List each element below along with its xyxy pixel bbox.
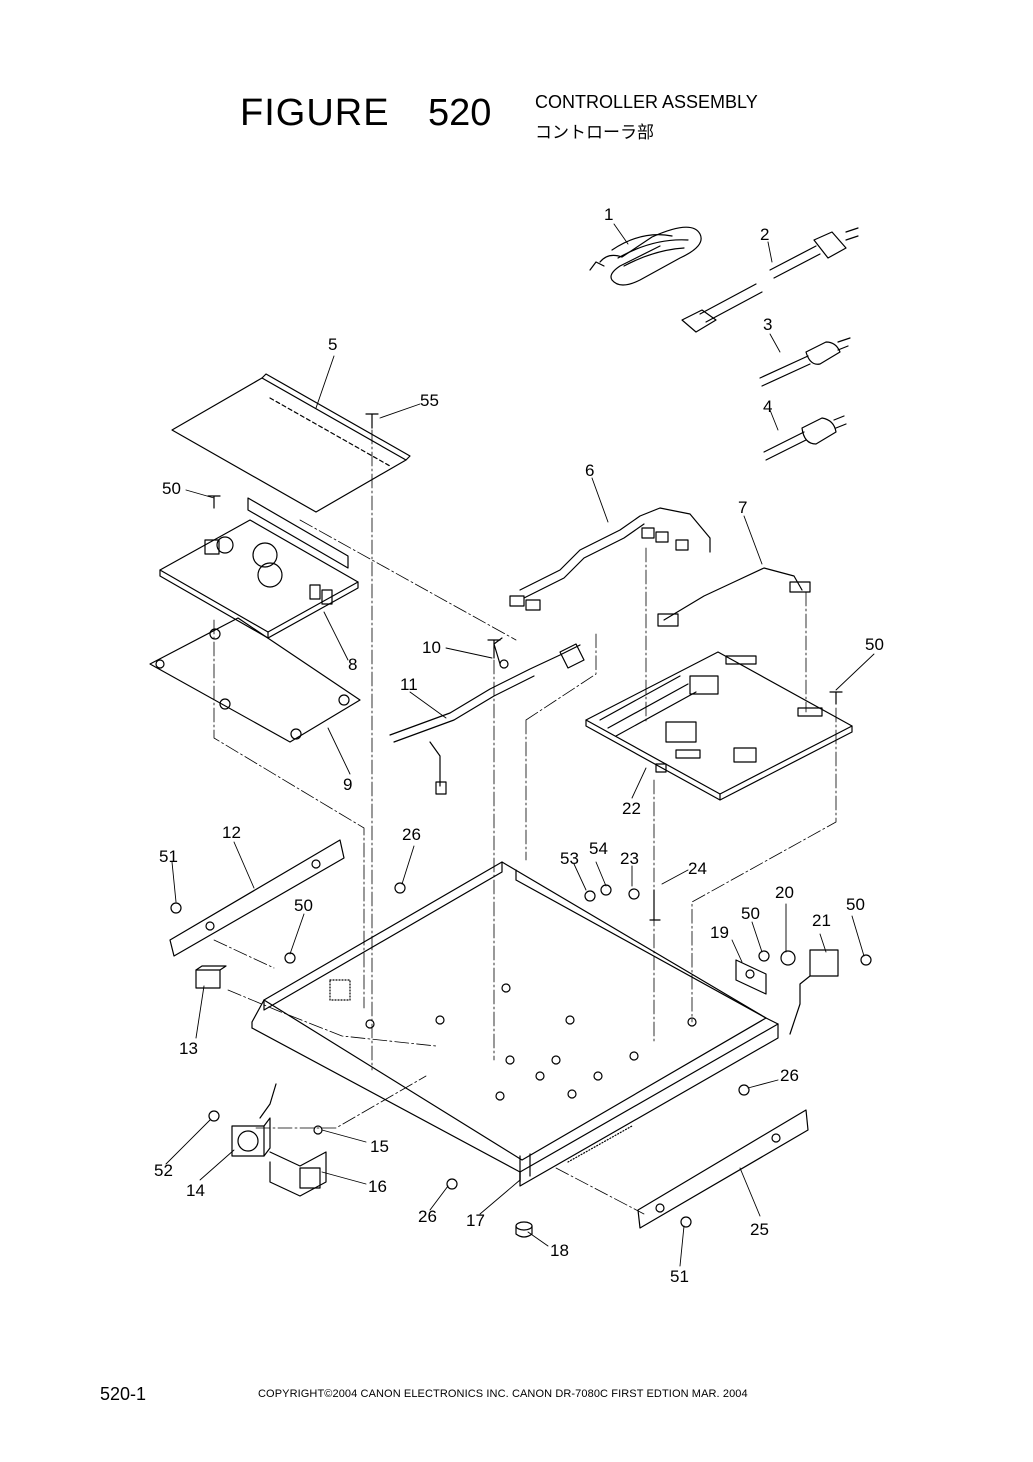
callout-label: 12 bbox=[222, 823, 241, 842]
part-2-power-cord bbox=[681, 227, 859, 333]
callout-label: 50 bbox=[294, 896, 313, 915]
figure-number: 520 bbox=[428, 92, 492, 134]
callout-label: 17 bbox=[466, 1211, 485, 1230]
callout-label: 51 bbox=[159, 847, 178, 866]
part-25-bracket bbox=[637, 1109, 809, 1229]
callout-label: 11 bbox=[400, 675, 418, 694]
part-5-cover-plate bbox=[171, 373, 411, 513]
part-8-power-supply-board bbox=[159, 497, 359, 639]
callout-label: 20 bbox=[775, 883, 794, 902]
assembly-guide-lines bbox=[213, 429, 837, 1215]
part-19-plate bbox=[735, 959, 767, 995]
copyright-line: COPYRIGHT©2004 CANON ELECTRONICS INC. CA… bbox=[258, 1388, 748, 1400]
callout-label: 55 bbox=[420, 391, 439, 410]
callout-label: 50 bbox=[741, 904, 760, 923]
part-7-harness bbox=[657, 567, 811, 627]
callout-numbers: 1 2 3 4 5 55 50 6 7 8 10 11 50 9 22 12 5… bbox=[154, 205, 884, 1286]
part-18-foot bbox=[515, 1221, 533, 1238]
part-4-plug-cord bbox=[763, 415, 847, 461]
callout-label: 22 bbox=[622, 799, 641, 818]
page-number: 520-1 bbox=[100, 1384, 147, 1404]
callout-label: 52 bbox=[154, 1161, 173, 1180]
leader-lines bbox=[165, 223, 875, 1267]
part-22-controller-board bbox=[585, 651, 853, 801]
callout-label: 21 bbox=[812, 911, 831, 930]
figure-label: FIGURE bbox=[240, 92, 390, 134]
part-16-fan-bracket bbox=[269, 1151, 327, 1197]
callout-label: 4 bbox=[763, 397, 772, 416]
title-japanese: コントローラ部 bbox=[535, 123, 654, 143]
callout-label: 53 bbox=[560, 849, 579, 868]
part-14-fan bbox=[231, 1083, 277, 1157]
callout-label: 24 bbox=[688, 859, 707, 878]
callout-label: 3 bbox=[763, 315, 772, 334]
callout-label: 8 bbox=[348, 655, 357, 674]
callout-label: 6 bbox=[585, 461, 594, 480]
callout-label: 14 bbox=[186, 1181, 205, 1200]
part-21-inlet bbox=[789, 949, 839, 1035]
callout-label: 50 bbox=[162, 479, 181, 498]
callout-label: 15 bbox=[370, 1137, 389, 1156]
callout-label: 54 bbox=[589, 839, 608, 858]
callout-label: 26 bbox=[780, 1066, 799, 1085]
callout-label: 19 bbox=[710, 923, 729, 942]
part-6-harness bbox=[509, 507, 711, 611]
callout-label: 25 bbox=[750, 1220, 769, 1239]
callout-label: 1 bbox=[604, 205, 613, 224]
callout-label: 18 bbox=[550, 1241, 569, 1260]
callout-label: 26 bbox=[402, 825, 421, 844]
part-17-chassis bbox=[251, 861, 779, 1187]
part-12-bracket bbox=[169, 839, 345, 957]
callout-label: 51 bbox=[670, 1267, 689, 1286]
part-20-nut bbox=[780, 950, 796, 966]
part-9-insulation-sheet bbox=[149, 617, 361, 743]
title-english: CONTROLLER ASSEMBLY bbox=[535, 92, 758, 112]
callout-label: 50 bbox=[846, 895, 865, 914]
callout-label: 50 bbox=[865, 635, 884, 654]
callout-label: 26 bbox=[418, 1207, 437, 1226]
part-3-plug-cord bbox=[759, 337, 851, 387]
part-13-switch bbox=[195, 965, 227, 989]
callout-label: 2 bbox=[760, 225, 769, 244]
callout-label: 10 bbox=[422, 638, 441, 657]
callout-label: 23 bbox=[620, 849, 639, 868]
callout-label: 5 bbox=[328, 335, 337, 354]
callout-label: 16 bbox=[368, 1177, 387, 1196]
screws bbox=[170, 413, 872, 1228]
part-1-coiled-cord bbox=[589, 226, 702, 286]
callout-label: 13 bbox=[179, 1039, 198, 1058]
callout-label: 9 bbox=[343, 775, 352, 794]
part-11-harness bbox=[389, 637, 585, 795]
callout-label: 7 bbox=[738, 498, 747, 517]
